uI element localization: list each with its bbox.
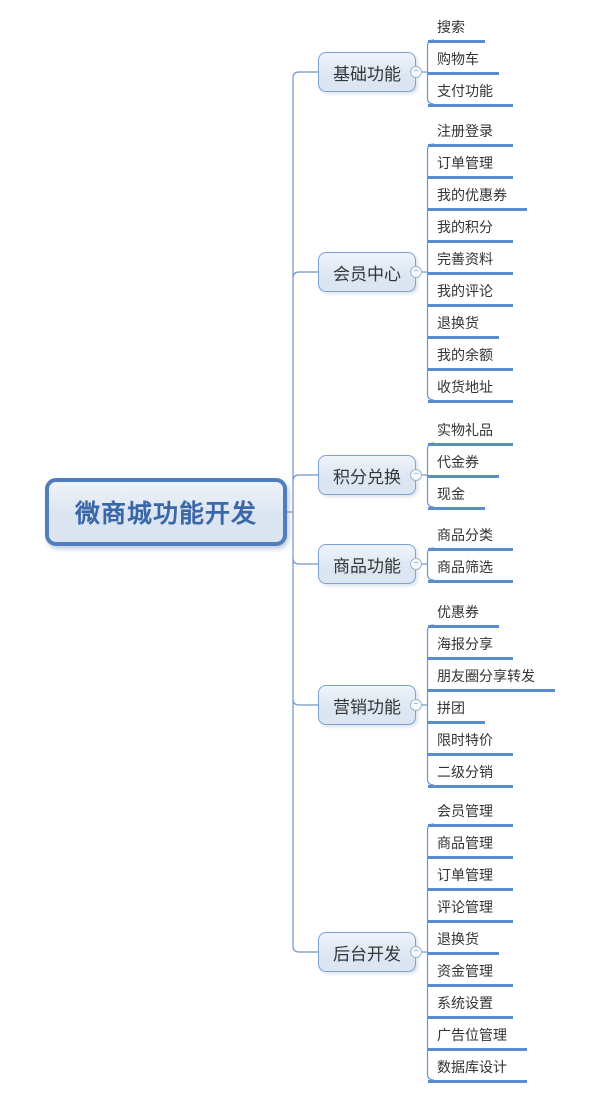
- leaf-node[interactable]: 支付功能: [428, 81, 513, 107]
- branch-node-label: 后台开发: [333, 944, 401, 964]
- leaf-node[interactable]: 收货地址: [428, 377, 513, 403]
- collapse-toggle-icon[interactable]: −: [410, 469, 422, 481]
- leaf-node[interactable]: 朋友圈分享转发: [428, 666, 555, 692]
- connector-path: [292, 474, 318, 482]
- leaf-node[interactable]: 订单管理: [428, 153, 513, 179]
- leaf-node[interactable]: 资金管理: [428, 961, 513, 987]
- branch-node[interactable]: 积分兑换: [318, 455, 416, 495]
- leaf-node[interactable]: 会员管理: [428, 801, 513, 827]
- leaf-node[interactable]: 拼团: [428, 698, 485, 724]
- leaf-node[interactable]: 退换货: [428, 929, 499, 955]
- branch-node-label: 积分兑换: [333, 467, 401, 487]
- leaf-node-label: 完善资料: [437, 251, 493, 267]
- leaf-node[interactable]: 我的余额: [428, 345, 513, 371]
- leaf-node[interactable]: 限时特价: [428, 730, 513, 756]
- leaf-node[interactable]: 代金券: [428, 452, 499, 478]
- leaf-node-label: 海报分享: [437, 636, 493, 652]
- root-node[interactable]: 微商城功能开发: [45, 478, 287, 546]
- leaf-node[interactable]: 二级分销: [428, 762, 513, 788]
- collapse-toggle-icon[interactable]: −: [410, 699, 422, 711]
- leaf-node-label: 商品分类: [437, 527, 493, 543]
- branch-node[interactable]: 商品功能: [318, 544, 416, 584]
- collapse-toggle-icon[interactable]: −: [410, 66, 422, 78]
- leaf-node[interactable]: 我的积分: [428, 217, 513, 243]
- leaf-node[interactable]: 系统设置: [428, 993, 513, 1019]
- connector-path: [292, 71, 318, 953]
- leaf-node[interactable]: 完善资料: [428, 249, 513, 275]
- leaf-node-label: 我的评论: [437, 283, 493, 299]
- leaf-node-label: 二级分销: [437, 764, 493, 780]
- leaf-node[interactable]: 优惠券: [428, 602, 499, 628]
- leaf-node[interactable]: 商品筛选: [428, 557, 513, 583]
- connector-path: [292, 557, 318, 565]
- leaf-node[interactable]: 注册登录: [428, 121, 513, 147]
- leaf-node-label: 商品管理: [437, 835, 493, 851]
- leaf-node[interactable]: 商品管理: [428, 833, 513, 859]
- leaf-node-label: 搜索: [437, 19, 465, 35]
- leaf-node[interactable]: 我的评论: [428, 281, 513, 307]
- leaf-node-label: 广告位管理: [437, 1027, 507, 1043]
- leaf-node[interactable]: 广告位管理: [428, 1025, 527, 1051]
- leaf-node-label: 订单管理: [437, 867, 493, 883]
- branch-node[interactable]: 基础功能: [318, 52, 416, 92]
- leaf-node[interactable]: 商品分类: [428, 525, 513, 551]
- branch-node[interactable]: 会员中心: [318, 252, 416, 292]
- branch-node-label: 会员中心: [333, 264, 401, 284]
- leaf-node-label: 系统设置: [437, 995, 493, 1011]
- collapse-toggle-icon[interactable]: −: [410, 558, 422, 570]
- leaf-node-label: 支付功能: [437, 83, 493, 99]
- branch-node[interactable]: 营销功能: [318, 685, 416, 725]
- leaf-node-label: 资金管理: [437, 963, 493, 979]
- leaf-node-label: 实物礼品: [437, 422, 493, 438]
- leaf-node[interactable]: 搜索: [428, 17, 485, 43]
- leaf-node-label: 数据库设计: [437, 1059, 507, 1075]
- leaf-node[interactable]: 实物礼品: [428, 420, 513, 446]
- leaf-node[interactable]: 评论管理: [428, 897, 513, 923]
- leaf-node-label: 注册登录: [437, 123, 493, 139]
- leaf-node-label: 评论管理: [437, 899, 493, 915]
- leaf-node-label: 我的优惠券: [437, 187, 507, 203]
- leaf-node-label: 商品筛选: [437, 559, 493, 575]
- leaf-node-label: 购物车: [437, 51, 479, 67]
- branch-node-label: 基础功能: [333, 64, 401, 84]
- leaf-node-label: 退换货: [437, 315, 479, 331]
- leaf-node[interactable]: 我的优惠券: [428, 185, 527, 211]
- leaf-node[interactable]: 海报分享: [428, 634, 513, 660]
- leaf-node[interactable]: 数据库设计: [428, 1057, 527, 1083]
- connector-path: [292, 698, 318, 706]
- collapse-toggle-icon[interactable]: −: [410, 946, 422, 958]
- leaf-node-label: 朋友圈分享转发: [437, 668, 535, 684]
- leaf-node[interactable]: 退换货: [428, 313, 499, 339]
- leaf-node-label: 我的积分: [437, 219, 493, 235]
- leaf-node[interactable]: 订单管理: [428, 865, 513, 891]
- leaf-node-label: 优惠券: [437, 604, 479, 620]
- leaf-node-label: 代金券: [437, 454, 479, 470]
- leaf-node[interactable]: 购物车: [428, 49, 499, 75]
- leaf-node-label: 退换货: [437, 931, 479, 947]
- branch-node[interactable]: 后台开发: [318, 932, 416, 972]
- leaf-node-label: 订单管理: [437, 155, 493, 171]
- leaf-node-label: 拼团: [437, 700, 465, 716]
- leaf-node-label: 会员管理: [437, 803, 493, 819]
- collapse-toggle-icon[interactable]: −: [410, 266, 422, 278]
- leaf-node-label: 限时特价: [437, 732, 493, 748]
- leaf-node-label: 收货地址: [437, 379, 493, 395]
- leaf-node-label: 我的余额: [437, 347, 493, 363]
- leaf-node[interactable]: 现金: [428, 484, 485, 510]
- branch-node-label: 营销功能: [333, 697, 401, 717]
- root-node-label: 微商城功能开发: [74, 500, 257, 528]
- connector-path: [292, 271, 318, 279]
- branch-node-label: 商品功能: [333, 556, 401, 576]
- leaf-node-label: 现金: [437, 486, 465, 502]
